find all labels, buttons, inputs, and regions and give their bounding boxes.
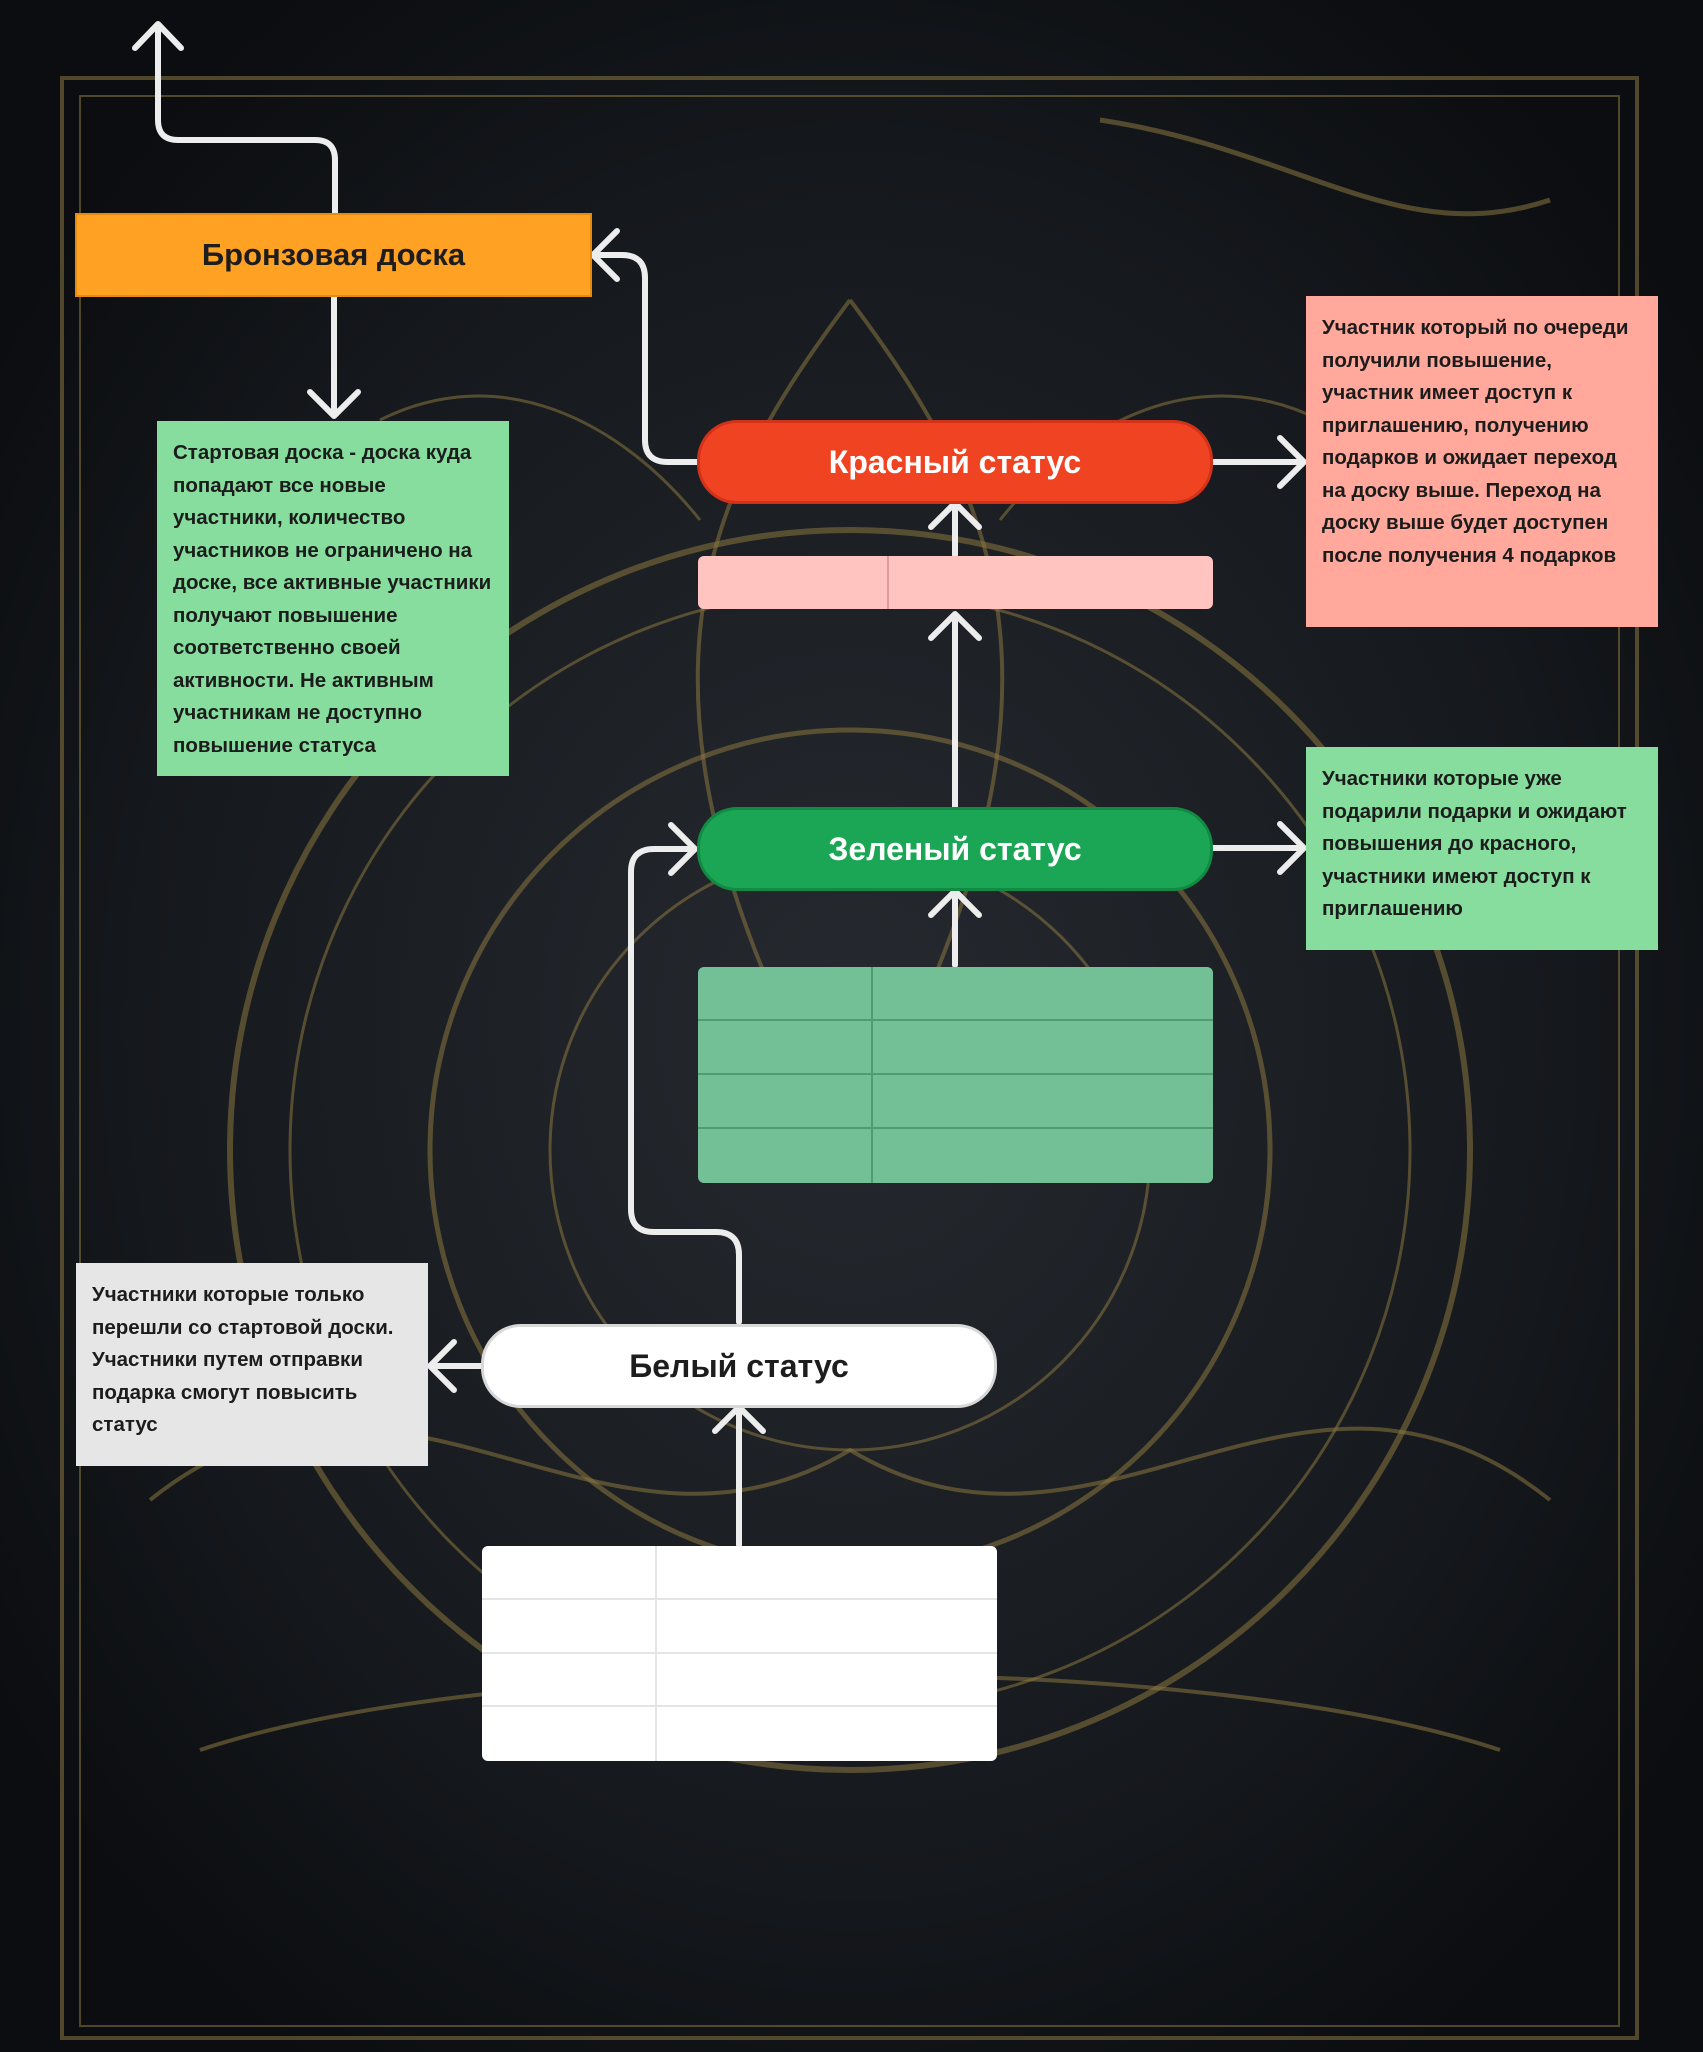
green-status-note: Участники которые уже подарили подарки и…: [1306, 747, 1658, 950]
white-slot-cell: [657, 1600, 997, 1654]
red-status-note-text: Участник который по очереди получили пов…: [1322, 316, 1629, 567]
start-board-note-text: Стартовая доска - доска куда попадают вс…: [173, 441, 492, 757]
green-slot-cell: [698, 1075, 874, 1129]
red-status-pill: Красный статус: [697, 420, 1213, 504]
red-status-note: Участник который по очереди получили пов…: [1306, 296, 1658, 627]
green-slot-cell: [873, 1021, 1213, 1075]
green-slot-grid: [698, 967, 1213, 1183]
green-slot-cell: [873, 967, 1213, 1021]
start-board-note: Стартовая доска - доска куда попадают вс…: [157, 421, 509, 776]
red-slot-cell: [889, 556, 1213, 609]
red-status-label: Красный статус: [828, 443, 1082, 480]
bronze-board-label: Бронзовая доска: [201, 237, 466, 272]
green-slot-cell: [873, 1075, 1213, 1129]
white-slot-cell: [482, 1546, 658, 1600]
white-slot-cell: [482, 1599, 658, 1654]
white-slot-cell: [657, 1707, 997, 1761]
white-status-note: Участники которые только перешли со стар…: [76, 1263, 428, 1466]
green-status-label: Зеленый статус: [828, 830, 1082, 867]
white-slot-cell: [657, 1654, 997, 1708]
red-slot-cell: [698, 556, 889, 609]
white-slot-cell: [482, 1707, 658, 1761]
white-slot-grid: [482, 1546, 997, 1761]
green-slot-cell: [873, 1129, 1213, 1183]
white-status-note-text: Участники которые только перешли со стар…: [92, 1283, 394, 1436]
white-slot-cell: [657, 1546, 997, 1600]
green-slot-cell: [698, 1129, 874, 1183]
green-slot-cell: [698, 1021, 874, 1075]
green-status-note-text: Участники которые уже подарили подарки и…: [1322, 767, 1627, 920]
white-slot-cell: [482, 1653, 658, 1708]
red-slot-grid: [698, 556, 1213, 609]
white-status-pill: Белый статус: [481, 1324, 997, 1408]
green-status-pill: Зеленый статус: [697, 807, 1213, 891]
white-status-label: Белый статус: [629, 1347, 849, 1384]
bronze-board-box: Бронзовая доска: [75, 213, 592, 297]
green-slot-cell: [698, 967, 874, 1021]
